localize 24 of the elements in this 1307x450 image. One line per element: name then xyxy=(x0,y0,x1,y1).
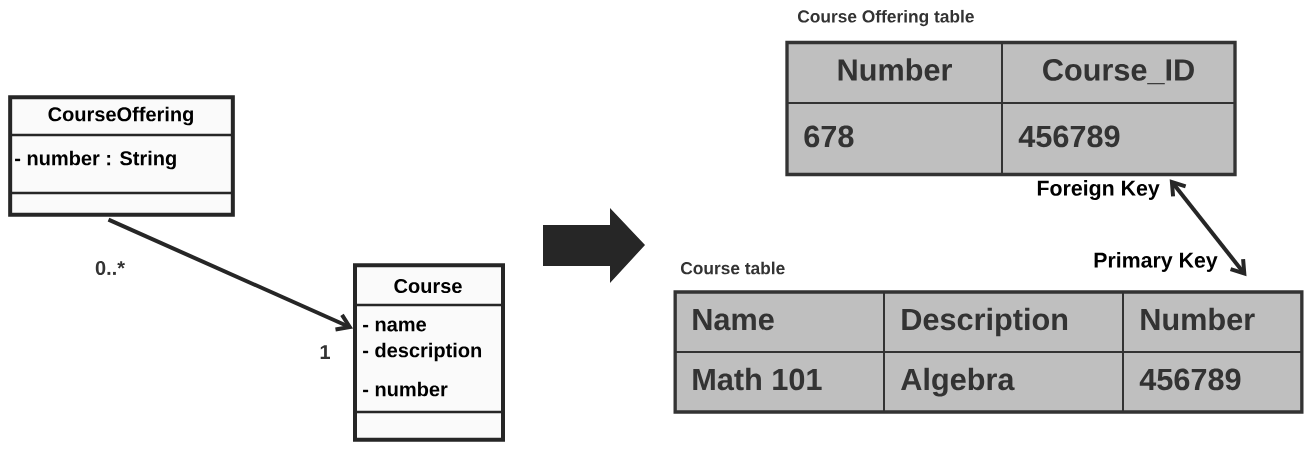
attribute: - name xyxy=(363,320,426,332)
attribute: - number xyxy=(363,381,448,397)
table-cell: Course_ID xyxy=(1043,59,1194,85)
table-cell: 678 xyxy=(804,125,854,148)
attribute: - description xyxy=(363,342,482,362)
table-cell: Math 101 xyxy=(693,367,822,391)
table-cell: Number xyxy=(1141,307,1255,331)
class-name: CourseOffering xyxy=(48,106,193,126)
table-cell: Number xyxy=(838,58,952,81)
multiplicity-label: 0..* xyxy=(95,260,125,276)
arrow xyxy=(107,217,353,332)
class-name: Course xyxy=(394,278,462,294)
table-cell: 456789 xyxy=(1139,368,1241,391)
table-cell: Algebra xyxy=(901,367,1015,397)
table-cell: 456789 xyxy=(1018,125,1120,148)
key-label: Foreign Key xyxy=(1037,180,1160,200)
table-caption: Course table xyxy=(681,261,785,275)
table-caption: Course Offering table xyxy=(798,9,974,27)
multiplicity-label: 1 xyxy=(320,345,330,359)
table-cell: Name xyxy=(693,308,774,331)
key-label: Primary Key xyxy=(1094,252,1218,272)
arrow xyxy=(1169,179,1247,277)
attribute: - number : String xyxy=(15,150,176,170)
table-cell: Description xyxy=(902,307,1068,337)
